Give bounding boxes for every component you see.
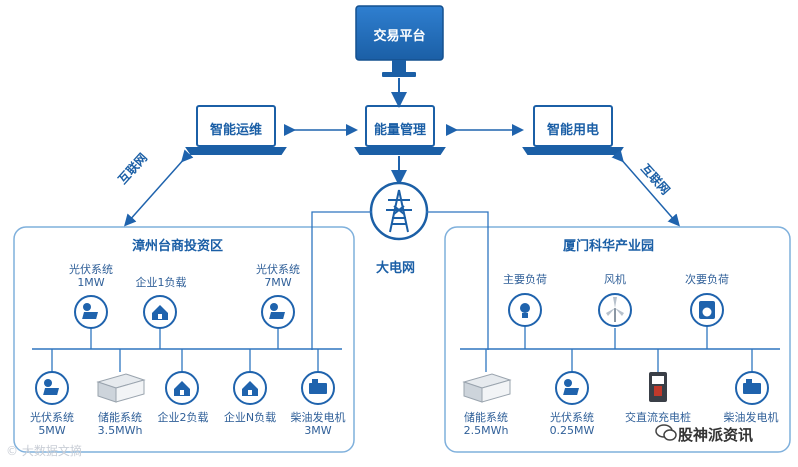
trading-platform-monitor — [355, 5, 444, 77]
wechat-icon — [655, 424, 677, 441]
lightbulb-icon — [508, 293, 542, 327]
zhangzhou-panel — [13, 226, 355, 453]
smart-power-label: 智能用电 — [546, 123, 599, 138]
solar-panel-icon — [555, 371, 589, 405]
load2-label: 企业2负载 — [157, 411, 209, 424]
xiamen-panel — [444, 226, 791, 453]
grid-label: 大电网 — [376, 261, 416, 276]
solar-panel-icon — [35, 371, 69, 405]
energy-mgmt-label: 能量管理 — [373, 123, 426, 138]
diesel-generator-icon — [735, 371, 769, 405]
diesel-generator-icon — [301, 371, 335, 405]
charging-pile-icon — [649, 372, 667, 402]
energy-mgmt-laptop — [354, 105, 446, 155]
trading-platform-label: 交易平台 — [373, 29, 426, 44]
main-load-label: 主要负荷 — [503, 273, 547, 286]
house-icon — [143, 295, 177, 329]
wind-label: 风机 — [604, 273, 626, 286]
house-icon — [165, 371, 199, 405]
solar-panel-icon — [74, 295, 108, 329]
charger-label: 交直流充电桩 — [625, 411, 691, 424]
xiamen-title: 厦门科华产业园 — [563, 239, 655, 254]
wind-turbine-icon — [598, 293, 632, 327]
solar-panel-icon — [261, 295, 295, 329]
zhangzhou-title: 漳州台商投资区 — [132, 239, 224, 254]
house-icon — [233, 371, 267, 405]
secondary-load-label: 次要负荷 — [685, 273, 729, 286]
storage-container-icon — [462, 373, 512, 403]
grid-tower-icon — [369, 181, 429, 241]
storage-container-icon — [96, 373, 146, 403]
diesel-label: 柴油发电机 — [723, 411, 779, 424]
load1-label: 企业1负载 — [135, 276, 187, 289]
washing-machine-icon — [690, 293, 724, 327]
smart-ops-label: 智能运维 — [209, 123, 262, 138]
watermark-left: © 大数据文摘 — [6, 444, 82, 458]
watermark-right: 股神派资讯 — [678, 426, 754, 444]
loadN-label: 企业N负载 — [223, 411, 277, 424]
